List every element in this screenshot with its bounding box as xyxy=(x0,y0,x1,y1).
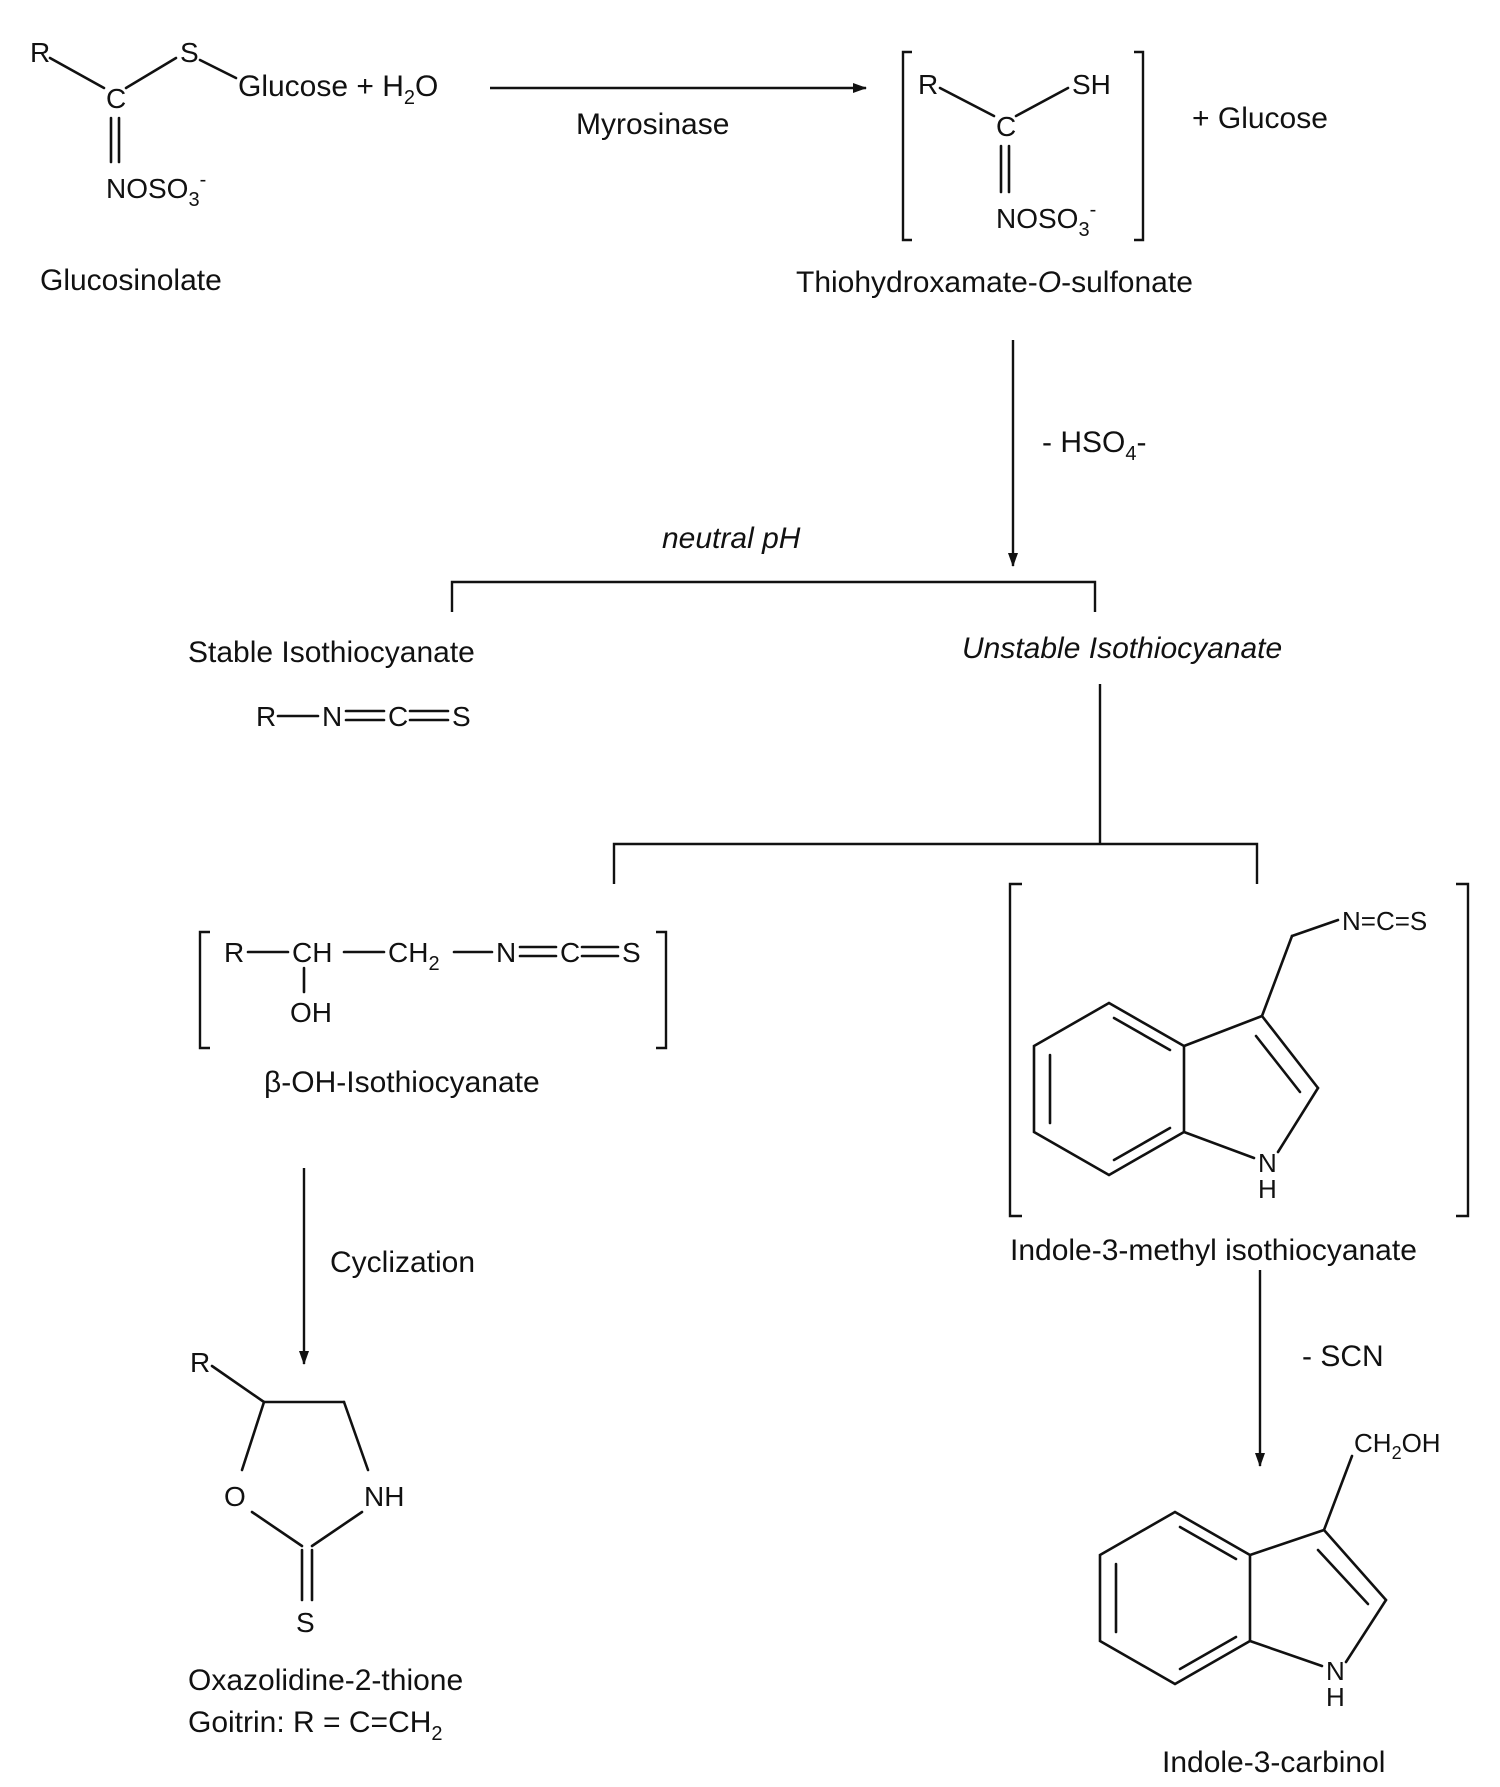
carbinol-c3-c2-inner xyxy=(1316,1548,1370,1606)
bracket-right xyxy=(1134,50,1145,242)
stable-c: C xyxy=(388,701,408,732)
thio-noso3: NOSO3- xyxy=(996,199,1096,241)
indole-ncs: N=C=S xyxy=(1342,906,1427,936)
oxa-s: S xyxy=(296,1607,315,1638)
beta-c: C xyxy=(560,937,580,968)
branch-bracket-bottom xyxy=(612,842,1259,884)
bond-c-s xyxy=(124,56,178,90)
beta-ch2: CH2 xyxy=(388,937,440,975)
glucosinolate-s: S xyxy=(180,37,199,68)
oxazolidine-structure: R O NH S Oxazolidine-2-thione Goitrin: R… xyxy=(188,1347,463,1745)
oxa-bond-o-c2 xyxy=(250,1510,304,1548)
beta-r: R xyxy=(224,937,244,968)
thiohydroxamate-name: Thiohydroxamate-O-sulfonate xyxy=(796,266,1193,299)
indole-h: H xyxy=(1258,1174,1277,1204)
stable-s: S xyxy=(452,701,471,732)
carbinol-inner-bond-2 xyxy=(1178,1525,1238,1561)
indole-c2-n xyxy=(1276,1086,1320,1154)
glucosinolate-c: C xyxy=(106,83,126,114)
carbinol-benzene-ring xyxy=(1098,1510,1252,1686)
carbinol-name: Indole-3-carbinol xyxy=(1162,1746,1385,1779)
indole-inner-bond-2 xyxy=(1112,1016,1172,1052)
glucosinolate-r: R xyxy=(30,37,50,68)
oxa-bond-r xyxy=(210,1364,266,1404)
plus-glucose: + Glucose xyxy=(1192,102,1328,135)
thio-r: R xyxy=(918,69,938,100)
bond-thio-c-sh xyxy=(1014,86,1070,118)
glucosinolate-noso3: NOSO3- xyxy=(106,169,206,211)
carbinol-ch2oh: CH2OH xyxy=(1354,1428,1441,1463)
carbinol-ch2-bond xyxy=(1322,1454,1354,1532)
hso4-label: - HSO4- xyxy=(1042,426,1146,465)
beta-oh-name: β-OH-Isothiocyanate xyxy=(264,1066,540,1099)
oxa-r: R xyxy=(190,1347,210,1378)
carbinol-c7a-n xyxy=(1248,1639,1324,1668)
indole-n: N xyxy=(1258,1148,1277,1178)
oxa-bond-c4-n xyxy=(342,1400,370,1472)
beta-n: N xyxy=(496,937,516,968)
carbinol-inner-bond-3 xyxy=(1178,1635,1238,1671)
carbinol-c3a-c3 xyxy=(1248,1528,1326,1557)
goitrin-label: Goitrin: R = C=CH2 xyxy=(188,1706,443,1745)
carbinol-c2-n xyxy=(1344,1598,1388,1664)
indole-c7a-n xyxy=(1182,1130,1256,1160)
beta-bracket-left xyxy=(198,930,210,1050)
indole-c3-c2-inner xyxy=(1254,1034,1302,1094)
indole-bracket-right xyxy=(1456,882,1470,1218)
indole-c3a-c3 xyxy=(1182,1014,1264,1048)
stable-n: N xyxy=(322,701,342,732)
beta-oh-isothiocyanate: R CH CH2 N C S OH β-OH-Isothiocyanate xyxy=(198,930,668,1099)
indole-ch2-n-bond xyxy=(1290,918,1340,938)
indole-ch2-bond xyxy=(1260,934,1294,1018)
bond-s-glucose xyxy=(198,58,238,80)
indole-inner-bond-3 xyxy=(1112,1126,1172,1162)
thio-sh: SH xyxy=(1072,69,1111,100)
cyclization-label: Cyclization xyxy=(330,1246,475,1279)
stable-r: R xyxy=(256,701,276,732)
oxa-o: O xyxy=(224,1481,246,1512)
thio-c: C xyxy=(996,111,1016,142)
beta-s: S xyxy=(622,937,641,968)
carbinol-c3-c2 xyxy=(1322,1528,1388,1602)
indole-bracket-left xyxy=(1008,882,1022,1218)
neutral-ph-label: neutral pH xyxy=(662,522,801,555)
carbinol-h: H xyxy=(1326,1682,1345,1712)
branch-bracket-top xyxy=(450,580,1097,612)
beta-oh: OH xyxy=(290,997,332,1028)
stable-name: Stable Isothiocyanate xyxy=(188,636,475,669)
bond-r-c xyxy=(48,56,106,90)
oxa-nh: NH xyxy=(364,1481,404,1512)
bracket-left xyxy=(901,50,912,242)
beta-bracket-right xyxy=(656,930,668,1050)
carbinol-n: N xyxy=(1326,1656,1345,1686)
indole-methyl-name: Indole-3-methyl isothiocyanate xyxy=(1010,1234,1417,1267)
glucosinolate-structure: R C S Glucose + H2O NOSO3- Glucosinolate xyxy=(30,37,438,297)
stable-isothiocyanate: Stable Isothiocyanate R N C S xyxy=(188,636,475,732)
scn-label: - SCN xyxy=(1302,1340,1384,1373)
indole-carbinol-structure: CH2OH N H Indole-3-carbinol xyxy=(1098,1428,1441,1779)
glucose-h2o-text: Glucose + H2O xyxy=(238,70,438,109)
glucosinolate-name: Glucosinolate xyxy=(40,264,222,297)
indole-benzene-ring xyxy=(1032,1001,1186,1177)
beta-ch: CH xyxy=(292,937,332,968)
indole-methyl-isothiocyanate: N=C=S N H Indole-3-methyl isothiocyanate xyxy=(1008,882,1470,1267)
oxa-bond-n-c2 xyxy=(310,1510,364,1548)
myrosinase-label: Myrosinase xyxy=(576,108,729,141)
oxa-bond-c5-o xyxy=(240,1400,266,1472)
unstable-name: Unstable Isothiocyanate xyxy=(962,632,1282,665)
thiohydroxamate-structure: R C SH NOSO3- + Glucose Thiohydroxamate-… xyxy=(796,50,1328,299)
oxazolidine-name: Oxazolidine-2-thione xyxy=(188,1664,463,1697)
indole-c3-c2 xyxy=(1260,1014,1320,1090)
bond-thio-r-c xyxy=(938,86,996,118)
